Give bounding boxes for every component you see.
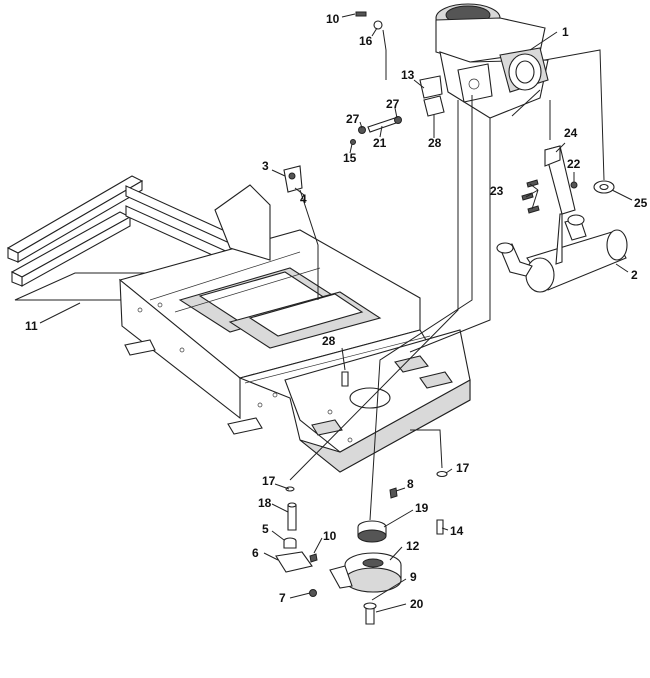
callout-12: 12 bbox=[406, 539, 420, 553]
callout-13: 13 bbox=[401, 68, 415, 82]
callout-14: 14 bbox=[450, 524, 464, 538]
callout-numbers: 10 16 1 13 27 27 21 15 28 3 4 24 22 23 2… bbox=[25, 12, 648, 611]
callout-7: 7 bbox=[279, 591, 286, 605]
callout-15: 15 bbox=[343, 151, 357, 165]
callout-3: 3 bbox=[262, 159, 269, 173]
callout-2: 2 bbox=[631, 268, 638, 282]
callout-17-left: 17 bbox=[262, 474, 276, 488]
muffler bbox=[496, 214, 628, 293]
clutch-assembly bbox=[275, 371, 448, 625]
callout-8: 8 bbox=[407, 477, 414, 491]
callout-18: 18 bbox=[258, 496, 272, 510]
callout-9: 9 bbox=[410, 570, 417, 584]
callout-20: 20 bbox=[410, 597, 424, 611]
mower-frame bbox=[6, 175, 471, 473]
callout-28-top: 28 bbox=[428, 136, 442, 150]
callout-19: 19 bbox=[415, 501, 429, 515]
callout-23: 23 bbox=[490, 184, 504, 198]
callout-27-right: 27 bbox=[386, 97, 400, 111]
callout-22: 22 bbox=[567, 157, 581, 171]
callout-10-top: 10 bbox=[326, 12, 340, 26]
callout-10-bottom: 10 bbox=[323, 529, 337, 543]
callout-11: 11 bbox=[25, 319, 38, 333]
nut-22 bbox=[570, 181, 578, 189]
callout-1: 1 bbox=[562, 25, 569, 39]
callout-27-left: 27 bbox=[346, 112, 360, 126]
callout-4: 4 bbox=[300, 192, 307, 206]
muffler-bracket bbox=[544, 145, 576, 265]
callout-21: 21 bbox=[373, 136, 387, 150]
callout-5: 5 bbox=[262, 522, 269, 536]
leader-lines bbox=[39, 13, 633, 613]
callout-24: 24 bbox=[564, 126, 578, 140]
top-hardware bbox=[283, 11, 445, 193]
callout-25: 25 bbox=[634, 196, 648, 210]
callout-6: 6 bbox=[252, 546, 259, 560]
callout-28-bottom: 28 bbox=[322, 334, 336, 348]
engine-assembly bbox=[435, 3, 549, 119]
callout-17-right: 17 bbox=[456, 461, 470, 475]
callout-16: 16 bbox=[359, 34, 373, 48]
